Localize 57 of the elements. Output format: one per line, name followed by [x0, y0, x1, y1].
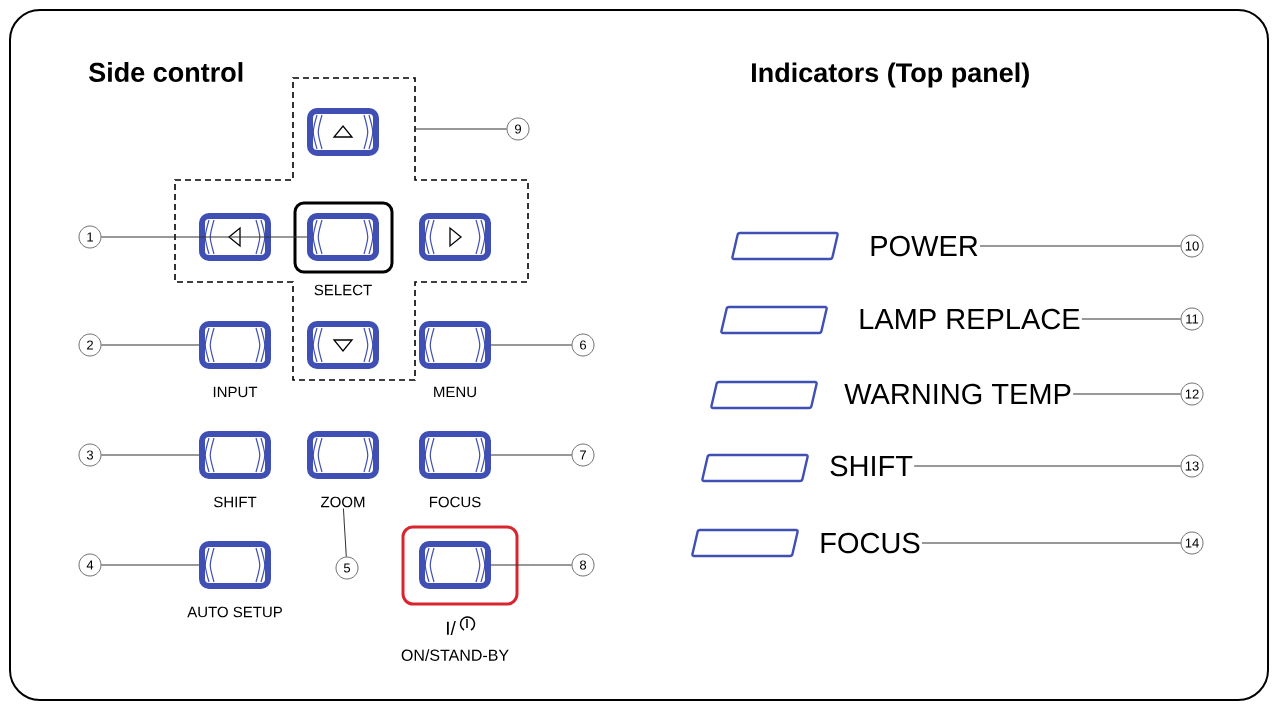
callout-number: 11: [1180, 307, 1204, 331]
indicator-label: LAMP REPLACE: [860, 308, 1080, 330]
callout-number: 3: [78, 443, 102, 467]
indicator-lamp: [710, 380, 818, 410]
push-button: [199, 431, 271, 479]
leader-line: [100, 344, 200, 346]
leader-line: [921, 542, 1182, 544]
callout-number: 4: [78, 553, 102, 577]
indicator-lamp: [731, 231, 839, 261]
push-button: [419, 541, 491, 589]
leader-line: [913, 465, 1182, 467]
callout-number: 14: [1180, 531, 1204, 555]
button-label: ON/STAND-BY: [401, 649, 509, 661]
callout-number: 8: [571, 553, 595, 577]
button-label: INPUT: [213, 386, 258, 398]
push-button: [307, 431, 379, 479]
push-button: [199, 321, 271, 369]
button-label: SELECT: [314, 284, 372, 296]
leader-line: [1081, 318, 1182, 320]
indicator-label: WARNING TEMP: [844, 383, 1071, 405]
leader-line: [1072, 393, 1182, 395]
callout-number: 1: [78, 225, 102, 249]
push-button: [419, 321, 491, 369]
button-label: ZOOM: [321, 496, 365, 508]
heading: Indicators (Top panel): [752, 62, 1029, 88]
callout-number: 9: [506, 117, 530, 141]
push-button: [199, 541, 271, 589]
callout-number: 10: [1180, 234, 1204, 258]
leader-line: [100, 564, 200, 566]
leader-line: [490, 454, 573, 456]
push-button: [307, 213, 379, 261]
leader-line: [490, 344, 573, 346]
indicator-label: SHIFT: [830, 455, 913, 477]
push-button: [419, 431, 491, 479]
callout-number: 2: [78, 333, 102, 357]
heading: Side control: [89, 62, 243, 82]
button-label: AUTO SETUP: [187, 606, 282, 618]
callout-number: 7: [571, 443, 595, 467]
indicator-lamp: [691, 528, 799, 558]
button-label: FOCUS: [430, 496, 481, 508]
callout-number: 13: [1180, 454, 1204, 478]
callout-number: 5: [335, 556, 359, 580]
button-label: I/: [447, 621, 456, 635]
indicator-label: FOCUS: [821, 532, 920, 554]
leader-line: [100, 454, 200, 456]
button-label: MENU: [434, 386, 476, 398]
indicator-lamp: [701, 453, 809, 483]
indicator-label: POWER: [871, 235, 978, 257]
leader-line: [100, 236, 308, 238]
leader-line: [490, 564, 573, 566]
button-label: SHIFT: [214, 496, 257, 508]
callout-number: 12: [1180, 382, 1204, 406]
leader-line: [342, 508, 347, 558]
callout-number: 6: [571, 333, 595, 357]
indicator-lamp: [720, 305, 828, 335]
leader-line: [414, 128, 508, 130]
leader-line: [979, 245, 1182, 247]
